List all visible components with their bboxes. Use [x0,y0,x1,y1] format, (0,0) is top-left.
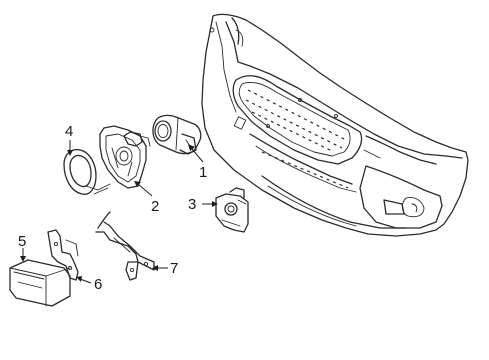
callout-7: 7 [170,260,178,277]
module-bracket [47,229,79,281]
sensor-bracket [99,125,151,189]
parking-sensor [152,114,202,155]
callout-labels: 1 2 3 4 5 6 7 [18,123,207,293]
callout-4: 4 [65,123,73,140]
callout-1: 1 [199,164,207,181]
bumper-cover [201,13,469,237]
side-sensor [215,187,249,233]
leader-lines [20,140,218,284]
long-bracket [95,211,155,281]
callout-2: 2 [151,198,159,215]
sensor-holder-ring [63,148,111,195]
control-module [9,259,71,307]
callout-3: 3 [188,196,196,213]
callout-6: 6 [94,276,102,293]
callout-5: 5 [18,233,26,250]
